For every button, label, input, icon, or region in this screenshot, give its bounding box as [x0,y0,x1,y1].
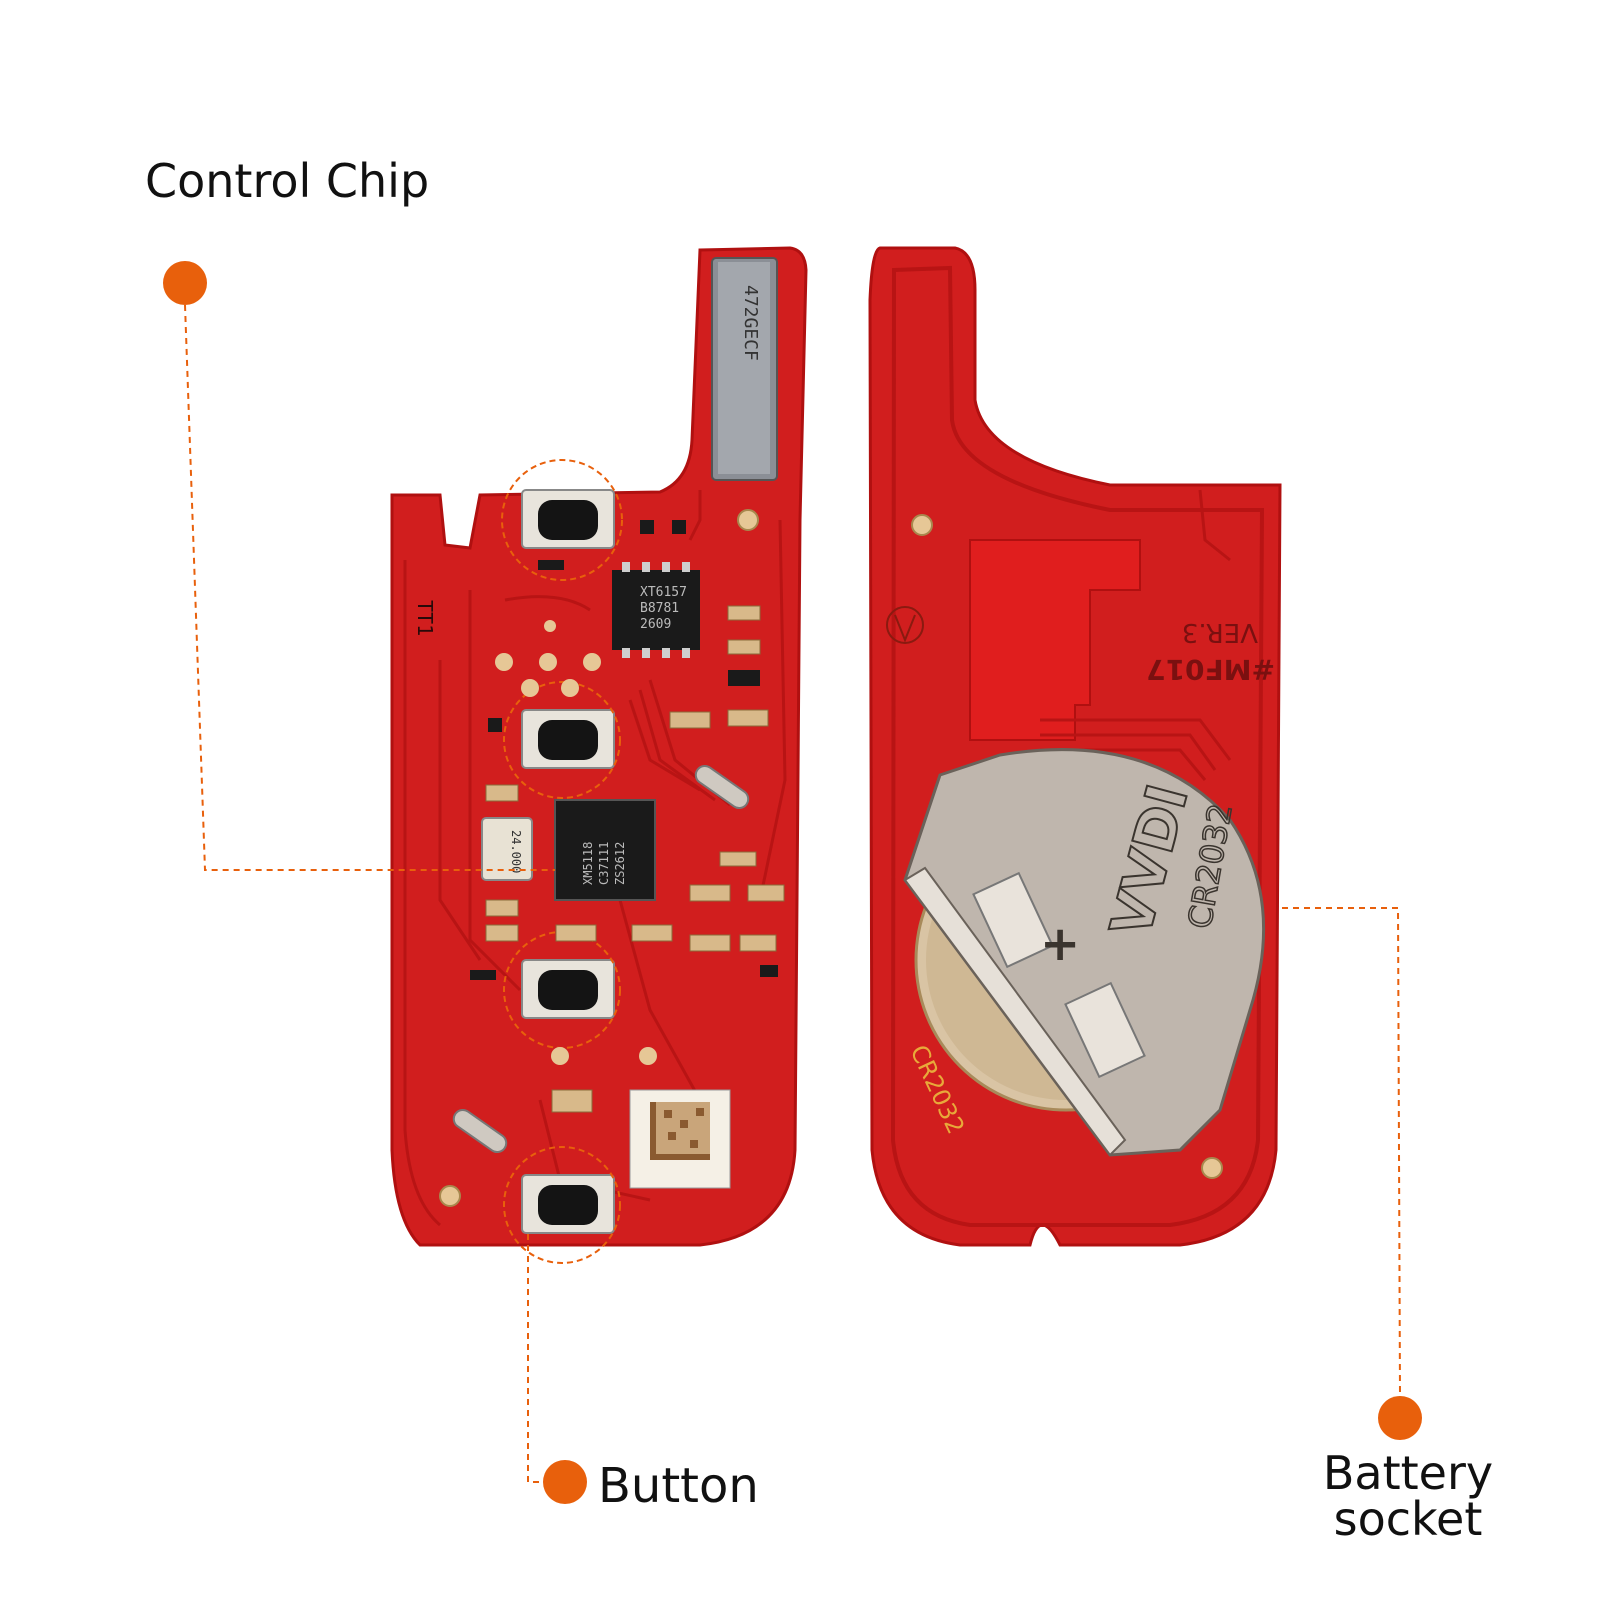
pcb-front-pads [495,620,657,1065]
mount-hole-bottom [439,1185,461,1207]
callout-dot-battery-socket [1378,1396,1422,1440]
tactile-button-4 [503,1146,621,1264]
pcb-front-board: 472GECF [390,246,808,1264]
leader-line-control-chip [184,304,555,871]
pcb-front-traces [403,490,787,1227]
mcu-line-3: ZS2612 [613,842,627,885]
side-marking: TT1 [413,600,437,636]
metal-tab-right [694,764,750,810]
leader-line-button [527,1234,543,1483]
eeprom-chip: XT6157 B8781 2609 [612,562,700,658]
pcb-back-border-trace [890,265,1265,1227]
vvdi-logo-icon [886,606,924,644]
version-marking: VER.3 [1182,617,1258,647]
callout-dot-control-chip [163,261,207,305]
callout-label-button: Button [598,1458,759,1514]
metal-tab-left [452,1108,508,1154]
callout-battery-socket [1282,907,1422,1440]
battery-socket-clip: + VVDI CR2032 [903,748,1266,1157]
callout-dot-button [543,1460,587,1504]
datamatrix-label [629,1089,731,1189]
mount-hole-top [737,509,759,531]
back-mount-hole-bottom [1201,1157,1223,1179]
callout-label-battery-socket: Battery socket [1322,1446,1494,1546]
antenna-marking: 472GECF [740,285,761,361]
clip-plus-icon: + [1040,916,1080,972]
smd-dark-components [470,520,778,980]
leader-line-battery-socket [1282,907,1401,1397]
smd-components [485,605,785,1113]
back-mount-hole-top [911,514,933,536]
tactile-button-2 [503,681,621,799]
model-marking: #MF017 [1146,653,1275,686]
callout-label-control-chip: Control Chip [145,154,430,208]
crystal-marking: 24.000 [509,830,523,873]
pcb-back-board: VER.3 #MF017 CR2032 + VVDI CR2032 [868,246,1282,1247]
antenna-connector: 472GECF [711,257,778,481]
callout-control-chip [163,261,555,871]
eeprom-line-2: B8781 [640,601,679,616]
mcu-line-2: C37111 [597,842,611,885]
mcu-line-1: XM5118 [581,842,595,885]
crystal-oscillator: 24.000 [481,817,533,881]
callout-button [527,1234,587,1504]
pcb-back-traces [1040,489,1232,781]
eeprom-line-3: 2609 [640,617,671,632]
eeprom-line-1: XT6157 [640,585,687,600]
control-chip-mcu: XM5118 C37111 ZS2612 [554,799,656,901]
tactile-button-1 [501,459,623,581]
ground-plane-pad [969,539,1141,741]
tactile-button-3 [503,931,621,1049]
